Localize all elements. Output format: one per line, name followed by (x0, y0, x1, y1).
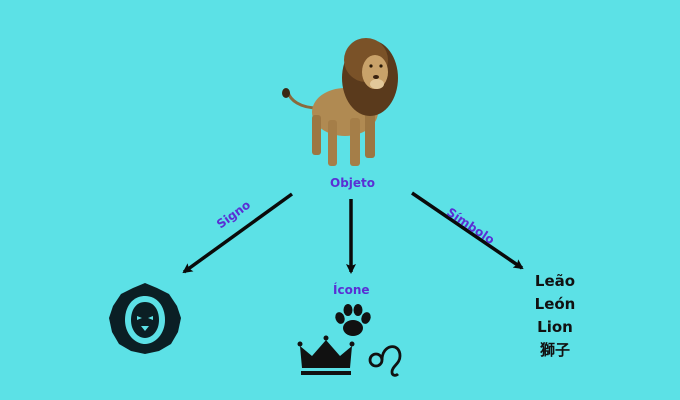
leo-zodiac-icon (368, 345, 402, 377)
center-label-objeto: Objeto (330, 176, 376, 190)
paw-icon (335, 304, 371, 336)
symbol-word-list: Leão León Lion 獅子 (515, 270, 595, 362)
middle-label-icone: Ícone (333, 283, 370, 297)
word-chinese: 獅子 (539, 341, 570, 359)
word-english: Lion (537, 318, 573, 336)
lion-head-icon (109, 283, 181, 354)
crown-icon (297, 335, 355, 375)
word-spanish: León (534, 295, 576, 313)
arrow-left (182, 192, 294, 274)
word-portuguese: Leão (534, 272, 576, 290)
arrow-right (411, 191, 524, 270)
lion-photo (282, 38, 398, 166)
